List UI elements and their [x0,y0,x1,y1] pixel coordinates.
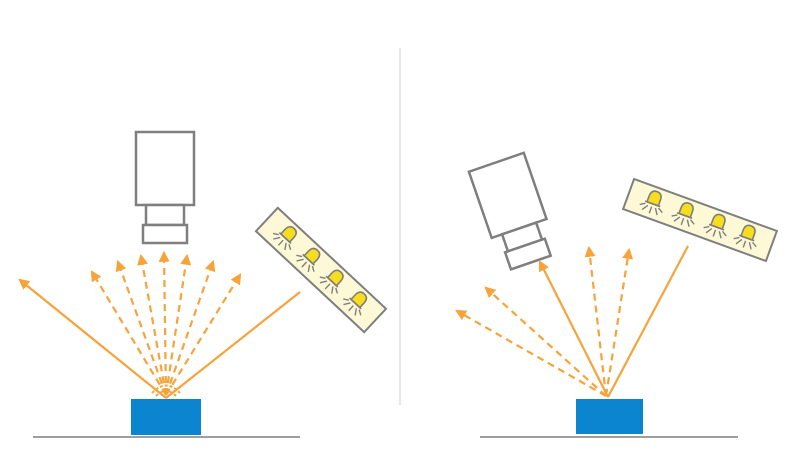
left-panel [18,130,388,438]
led-bar-light-icon [621,177,779,263]
diffuse-reflection-ray [484,286,607,397]
object-block-icon [576,399,643,434]
camera-icon [467,151,553,271]
diffuse-reflection-ray [158,250,170,396]
diffuse-scatter-icon [151,384,181,397]
incident-light-ray [607,245,689,398]
object-block-icon [131,399,201,435]
diffuse-reflection-ray [604,247,634,397]
diffuse-reflection-ray [455,309,607,397]
diffuse-reflection-ray [584,245,608,397]
incident-light-ray [165,291,301,399]
led-bar-light-icon [254,206,388,334]
camera-icon [134,130,196,245]
diffuse-reflection-ray [164,253,192,396]
right-panel [455,151,779,438]
specular-reflection-ray [539,260,609,398]
specular-reflection-ray [18,278,167,399]
